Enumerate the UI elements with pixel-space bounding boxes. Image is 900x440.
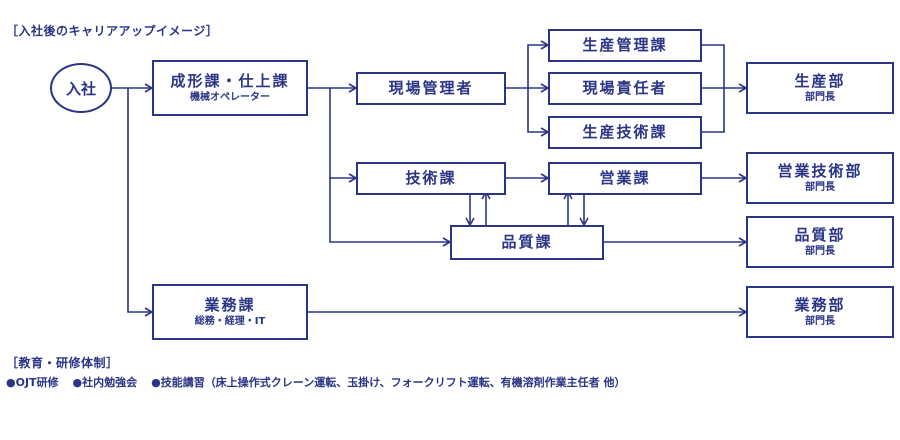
box-gemba-sekinin: 現場責任者 [548,72,702,105]
box-seisan-gijutsu: 生産技術課 [548,116,702,149]
box-hinshitsu-title: 品質課 [501,232,553,251]
box-seisan-bu: 生産部 部門長 [746,62,894,114]
box-gyomu-bu-title: 業務部 [794,295,846,314]
training-heading: ［教育・研修体制］ [6,356,119,370]
box-seisan-bu-title: 生産部 [794,71,846,90]
arrow-seikei-to-hinshitsu [329,178,452,247]
box-seisan-bu-sub: 部門長 [805,91,835,103]
box-eigyo-gijutsu-bu-title: 営業技術部 [777,161,863,180]
box-gyomu: 業務課 総務・経理・IT [152,284,308,340]
arrow-gemba-to-seisan-gijutsu [527,88,550,137]
box-gemba-sekinin-title: 現場責任者 [582,78,668,97]
box-gijutsu: 技術課 [356,162,506,195]
box-gemba: 現場管理者 [356,72,506,105]
training-item: ●技能講習（床上操作式クレーン運転、玉掛け、フォークリフト運転、有機溶剤作業主任… [151,376,626,389]
box-eigyo-gijutsu-bu-sub: 部門長 [805,181,835,193]
box-gyomu-bu: 業務部 部門長 [746,286,894,338]
arrow-to-seisan-bu [702,44,746,133]
start-node: 入社 [50,63,112,113]
box-hinshitsu-bu-sub: 部門長 [805,245,835,257]
box-gijutsu-title: 技術課 [405,168,457,187]
box-seisan-gijutsu-title: 生産技術課 [582,122,668,141]
box-hinshitsu-bu-title: 品質部 [794,225,846,244]
box-seisan-kanri-title: 生産管理課 [582,35,668,54]
arrow-start-to-gyomu [127,88,154,317]
training-item: ●OJT研修 [6,376,59,389]
box-hinshitsu: 品質課 [450,225,604,260]
box-seikei: 成形課・仕上課 機械オペレーター [152,60,308,116]
box-gemba-title: 現場管理者 [388,78,474,97]
box-seikei-title: 成形課・仕上課 [170,71,290,90]
box-eigyo-title: 営業課 [599,168,651,187]
box-gyomu-sub: 総務・経理・IT [194,315,266,327]
box-gyomu-title: 業務課 [204,295,256,314]
training-item: ●社内勉強会 [72,376,138,389]
box-gyomu-bu-sub: 部門長 [805,315,835,327]
career-heading: ［入社後のキャリアアップイメージ］ [6,24,219,38]
box-hinshitsu-bu: 品質部 部門長 [746,216,894,268]
box-eigyo: 営業課 [548,162,702,195]
box-seisan-kanri: 生産管理課 [548,29,702,62]
arrow-seikei-to-gijutsu [329,88,358,183]
box-seikei-sub: 機械オペレーター [190,91,270,103]
training-list: ●OJT研修 ●社内勉強会 ●技能講習（床上操作式クレーン運転、玉掛け、フォーク… [6,374,625,390]
start-label: 入社 [65,79,96,98]
box-eigyo-gijutsu-bu: 営業技術部 部門長 [746,152,894,204]
arrow-gemba-to-seisan-kanri [506,40,550,89]
